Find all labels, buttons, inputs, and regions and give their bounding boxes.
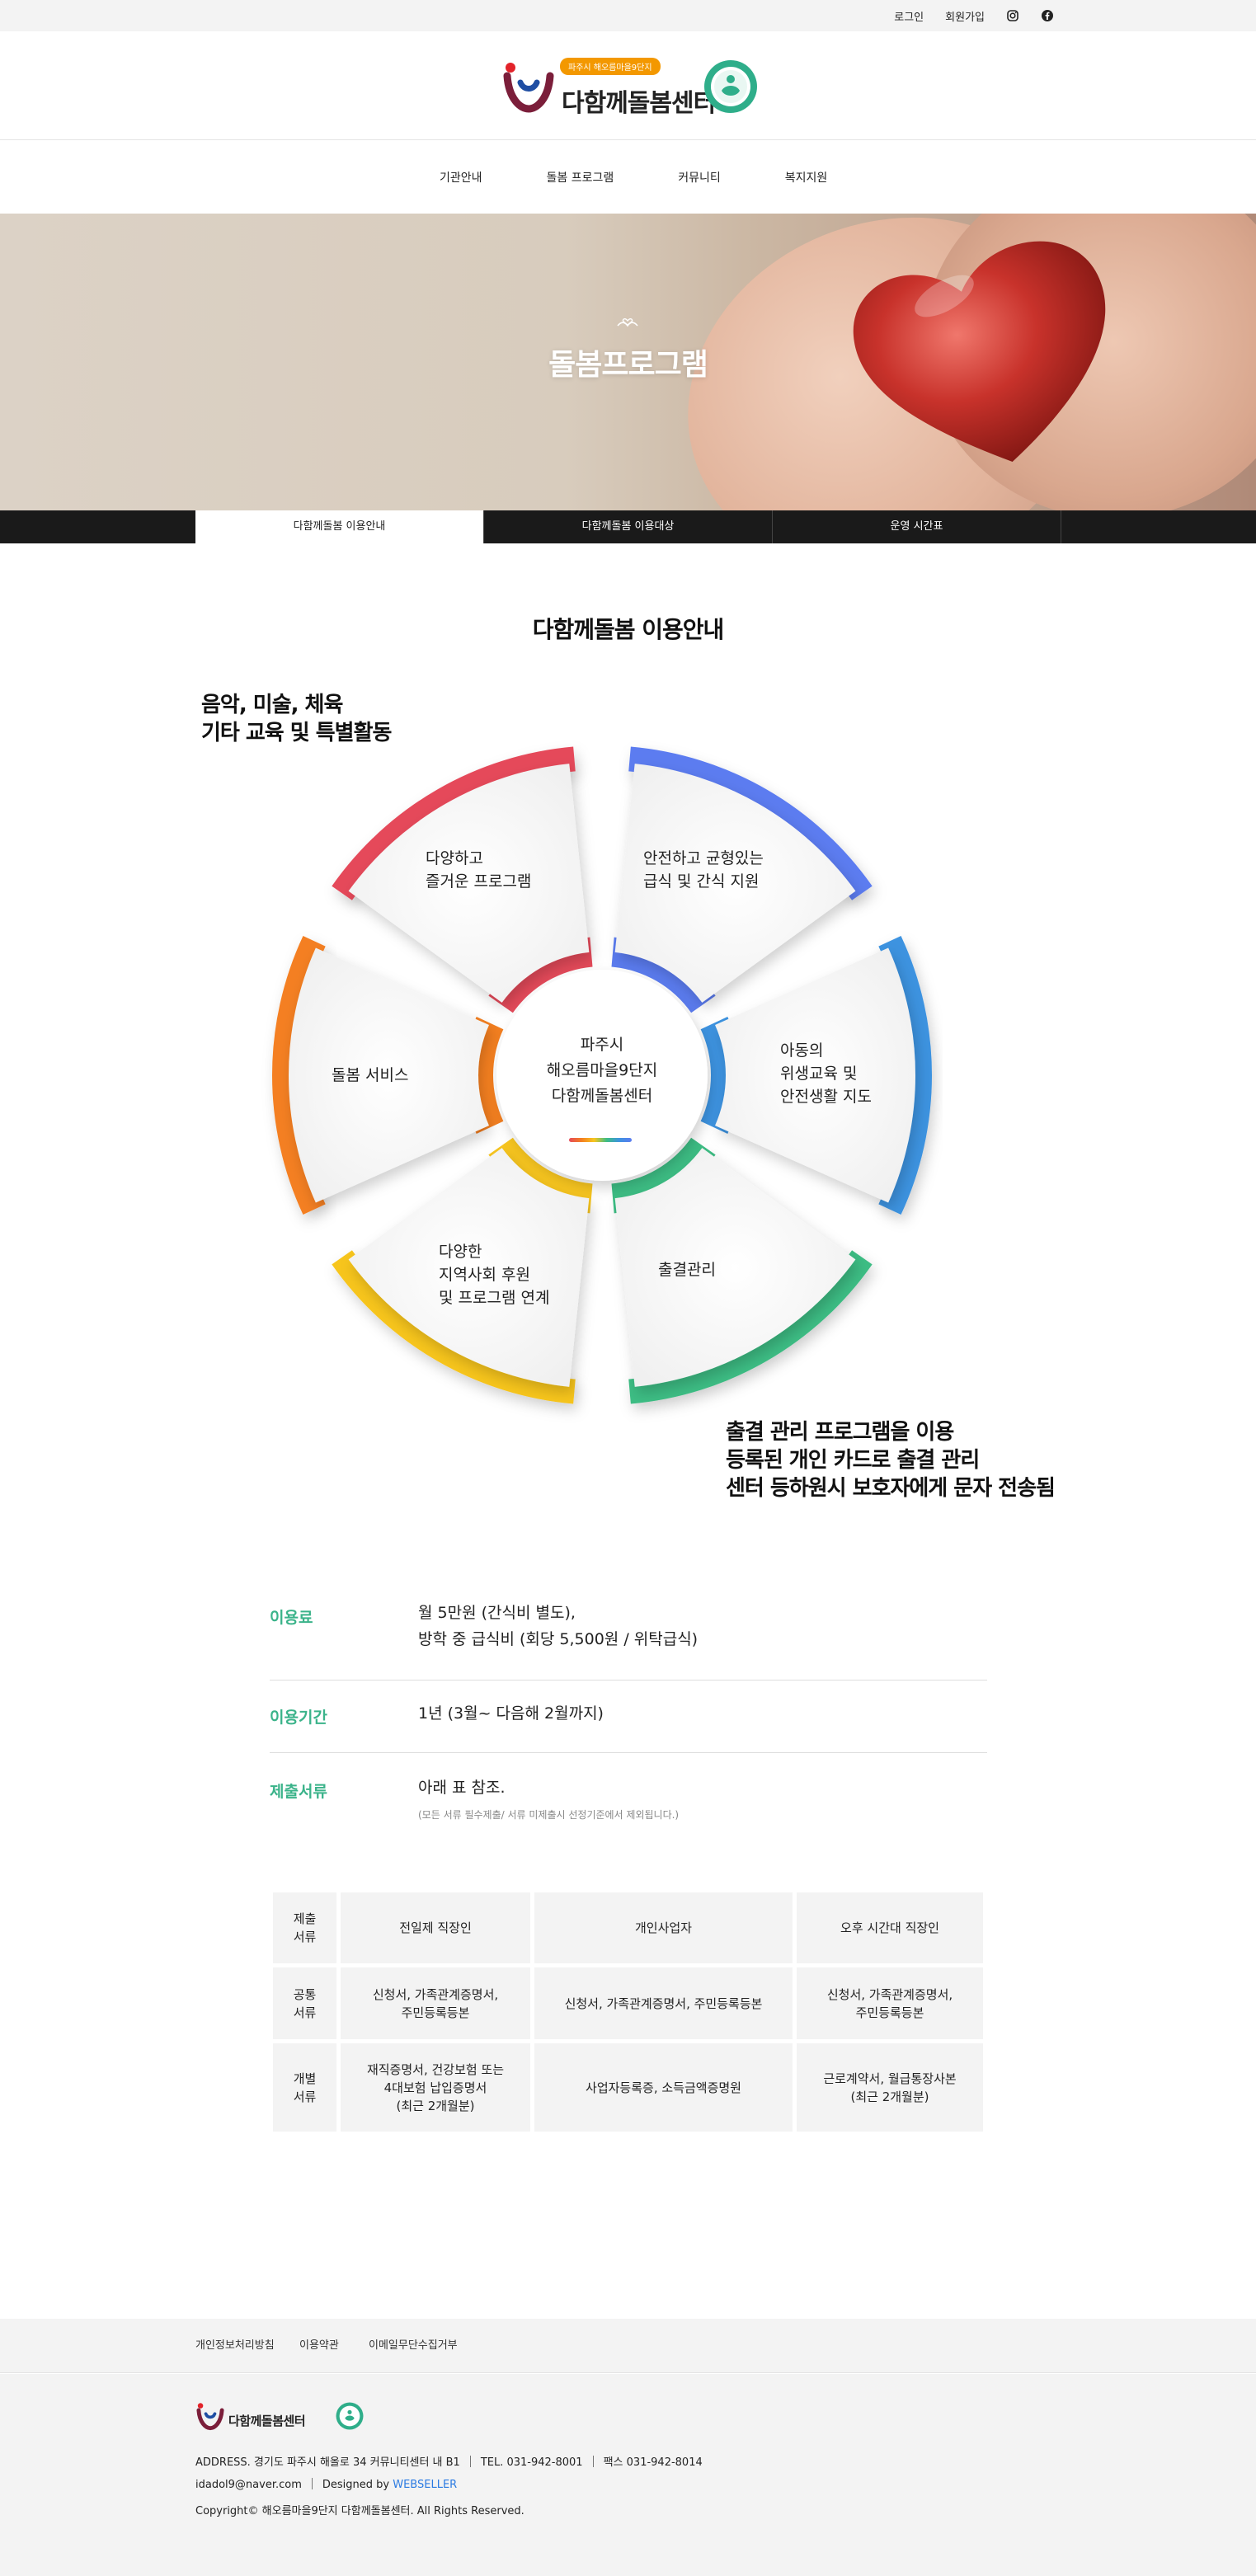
signup-link[interactable]: 회원가입 xyxy=(945,11,985,24)
footer-logo[interactable]: 다함께돌봄센터 xyxy=(195,2397,364,2433)
tab-schedule[interactable]: 운영 시간표 xyxy=(773,510,1061,543)
footer-logo-text: 다함께돌봄센터 xyxy=(228,2414,306,2428)
info-value: 아래 표 참조. xyxy=(418,1779,506,1797)
tab-eligibility[interactable]: 다함께돌봄 이용대상 xyxy=(484,510,773,543)
footer-copyright: Copyright© 해오름마을9단지 다함께돌봄센터. All Rights … xyxy=(195,2505,525,2517)
sub-tabs: 다함께돌봄 이용안내 다함께돌봄 이용대상 운영 시간표 xyxy=(0,510,1256,543)
login-link[interactable]: 로그인 xyxy=(894,11,924,24)
wheel-outer-arc xyxy=(878,935,932,1215)
site-footer: 다함께돌봄센터 ADDRESS. 경기도 파주시 해올로 34 커뮤니티센터 내… xyxy=(0,2374,1256,2576)
info-key: 이용기간 xyxy=(270,1709,327,1727)
wheel-petal xyxy=(289,947,489,1203)
footer-contact-line: idadol9@naver.com Designed by WEBSELLER xyxy=(195,2478,457,2491)
info-key: 제출서류 xyxy=(270,1783,327,1801)
table-header-cell: 제출 서류 xyxy=(273,1892,336,1963)
callout-top-left: 음악, 미술, 체육 기타 교육 및 특별활동 xyxy=(201,691,392,747)
main-nav: 기관안내 돌봄 프로그램 커뮤니티 복지지원 xyxy=(0,141,1256,214)
heart-image-icon xyxy=(853,241,1106,462)
wheel-petal xyxy=(348,1148,590,1387)
care-hands-icon xyxy=(617,318,638,327)
footer-address: ADDRESS. 경기도 파주시 해올로 34 커뮤니티센터 내 B1 xyxy=(195,2456,460,2469)
designer-link[interactable]: WEBSELLER xyxy=(393,2479,458,2491)
table-cell: 재직증명서, 건강보험 또는 4대보험 납입증명서 (최근 2개월분) xyxy=(341,2043,530,2132)
seal-emblem-icon xyxy=(336,2402,364,2430)
table-cell: 사업자등록증, 소득금액증명원 xyxy=(534,2043,793,2132)
callout-line: 음악, 미술, 체육 xyxy=(201,693,343,717)
table-cell: 신청서, 가족관계증명서, 주민등록등본 xyxy=(797,1967,983,2039)
callout-line: 등록된 개인 카드로 출결 관리 xyxy=(726,1448,980,1473)
info-row-fee: 이용료 월 5만원 (간식비 별도),방학 중 급식비 (회당 5,500원 /… xyxy=(270,1600,987,1681)
wheel-petal xyxy=(348,764,590,1003)
footer-links: 개인정보처리방침 이용약관 이메일무단수집거부 xyxy=(0,2319,1256,2373)
nav-item-about[interactable]: 기관안내 xyxy=(440,172,482,185)
footer-email[interactable]: idadol9@naver.com xyxy=(195,2479,302,2491)
info-row-docs: 제출서류 아래 표 참조. (모든 서류 필수제출/ 서류 미제출시 선정기준에… xyxy=(270,1753,987,1836)
rainbow-bar xyxy=(569,1138,632,1142)
info-key: 이용료 xyxy=(270,1609,313,1627)
table-header-cell: 전일제 직장인 xyxy=(341,1892,530,1963)
footer-fax: 팩스 031-942-8014 xyxy=(603,2456,703,2469)
nav-item-community[interactable]: 커뮤니티 xyxy=(678,172,721,185)
table-row-label: 공통 서류 xyxy=(273,1967,336,2039)
footer-designed-by: Designed by xyxy=(322,2479,393,2491)
callout-line: 출결 관리 프로그램을 이용 xyxy=(726,1420,954,1445)
site-header: 파주시 해오름마을9단지 다함께돌봄센터 xyxy=(0,31,1256,140)
table-cell: 신청서, 가족관계증명서, 주민등록등본 xyxy=(341,1967,530,2039)
table-cell: 근로계약서, 월급통장사본 (최근 2개월분) xyxy=(797,2043,983,2132)
wheel-petal xyxy=(614,1148,856,1387)
table-row-label: 개별 서류 xyxy=(273,2043,336,2132)
seal-emblem-icon xyxy=(704,60,757,113)
hero-banner: 돌봄프로그램 xyxy=(0,214,1256,510)
wheel-petal xyxy=(715,947,915,1203)
top-utility-bar: 로그인 회원가입 xyxy=(0,0,1256,31)
nav-item-care-program[interactable]: 돌봄 프로그램 xyxy=(546,172,614,185)
segment-label-care-service: 돌봄 서비스 xyxy=(332,1066,409,1084)
nav-item-welfare[interactable]: 복지지원 xyxy=(784,172,828,185)
table-header-cell: 개인사업자 xyxy=(534,1892,793,1963)
facebook-icon[interactable] xyxy=(1041,9,1054,22)
wheel-petal xyxy=(614,764,856,1003)
callout-bottom-right: 출결 관리 프로그램을 이용 등록된 개인 카드로 출결 관리 센터 등하원시 … xyxy=(726,1418,1056,1502)
email-refusal-link[interactable]: 이메일무단수집거부 xyxy=(369,2339,458,2352)
segment-label-attendance: 출결관리 xyxy=(658,1261,716,1279)
service-wheel-graphic xyxy=(271,746,932,1404)
section-title: 다함께돌봄 이용안내 xyxy=(532,616,725,643)
callout-line: 센터 등하원시 보호자에게 문자 전송됨 xyxy=(726,1476,1056,1501)
wheel-outer-arc xyxy=(271,935,326,1215)
info-value: 1년 (3월~ 다음해 2월까지) xyxy=(418,1704,604,1723)
info-row-period: 이용기간 1년 (3월~ 다음해 2월까지) xyxy=(270,1681,987,1753)
logo-mark-icon xyxy=(196,2403,224,2431)
logo-badge: 파주시 해오름마을9단지 xyxy=(560,58,661,75)
table-header-cell: 오후 시간대 직장인 xyxy=(797,1892,983,1963)
privacy-policy-link[interactable]: 개인정보처리방침 xyxy=(195,2339,275,2352)
wheel-center-circle xyxy=(496,970,708,1181)
info-note: (모든 서류 필수제출/ 서류 미제출시 선정기준에서 제외됩니다.) xyxy=(418,1809,680,1821)
table-cell: 신청서, 가족관계증명서, 주민등록등본 xyxy=(534,1967,793,2039)
info-value: 월 5만원 (간식비 별도),방학 중 급식비 (회당 5,500원 / 위탁급… xyxy=(418,1604,699,1648)
tab-usage-guide[interactable]: 다함께돌봄 이용안내 xyxy=(195,510,484,543)
logo-mark-icon xyxy=(503,63,554,113)
logo-text: 다함께돌봄센터 xyxy=(562,89,716,118)
terms-link[interactable]: 이용약관 xyxy=(299,2339,339,2352)
instagram-icon[interactable] xyxy=(1006,9,1019,22)
site-logo[interactable]: 파주시 해오름마을9단지 다함께돌봄센터 xyxy=(502,54,758,119)
hero-title: 돌봄프로그램 xyxy=(548,348,708,382)
footer-address-line: ADDRESS. 경기도 파주시 해올로 34 커뮤니티센터 내 B1 TEL. … xyxy=(195,2453,703,2469)
footer-tel: TEL. 031-942-8001 xyxy=(480,2456,583,2469)
callout-line: 기타 교육 및 특별활동 xyxy=(201,721,392,745)
